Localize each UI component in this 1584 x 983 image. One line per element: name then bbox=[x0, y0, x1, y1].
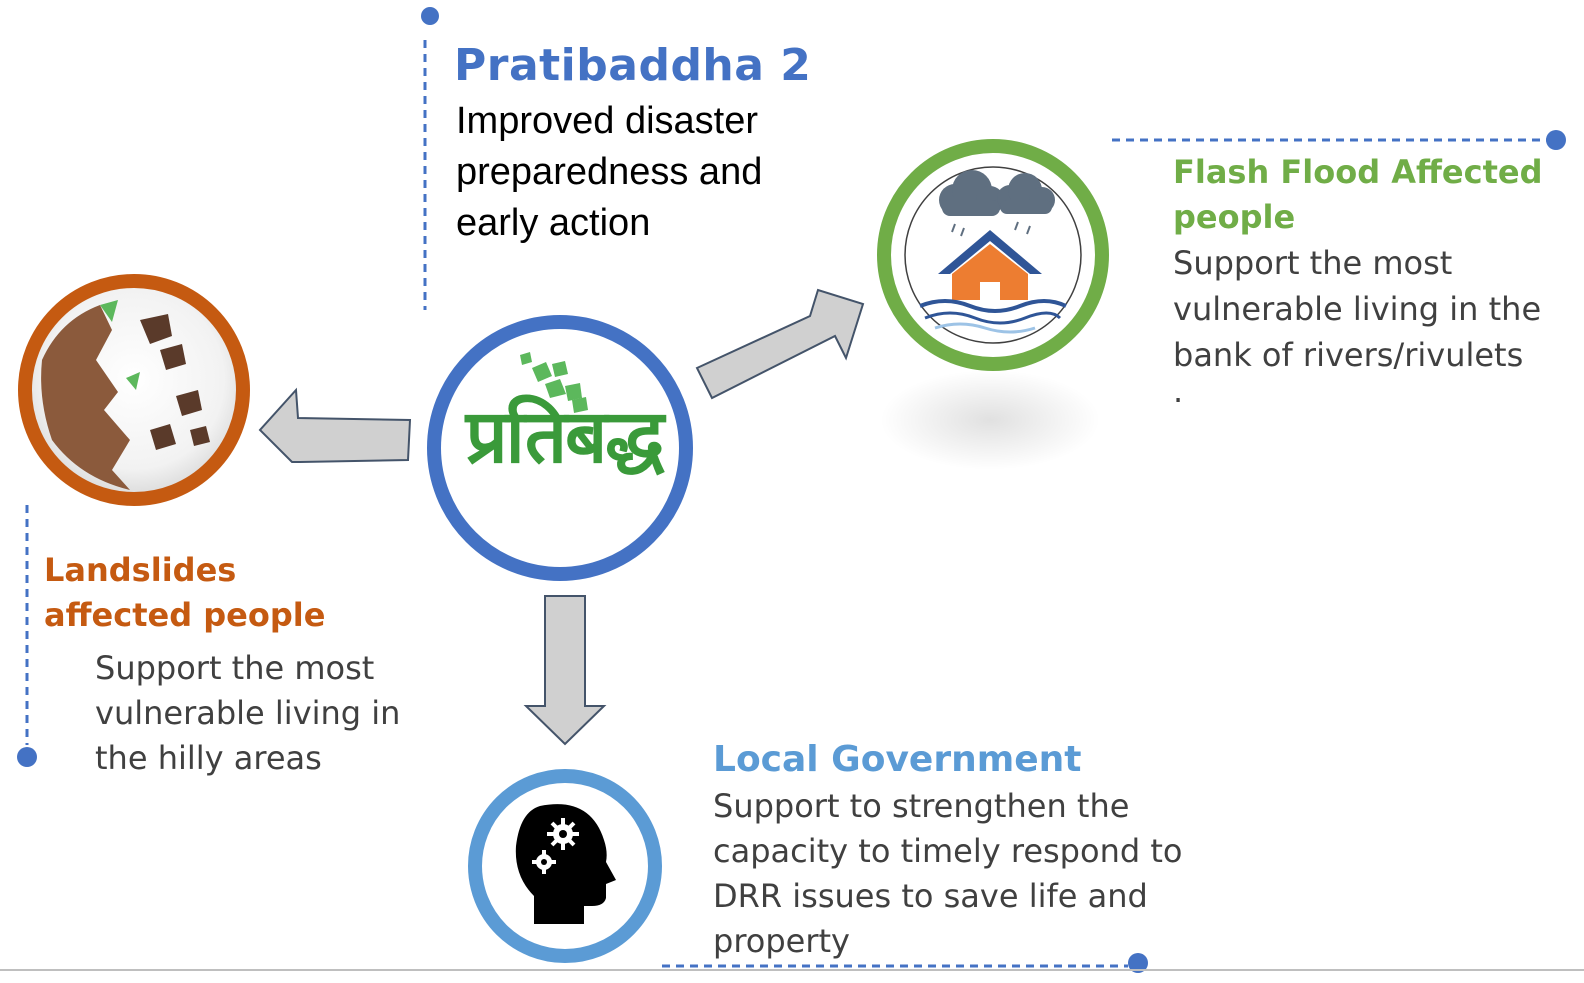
flood-heading: Flash Flood Affected people bbox=[1173, 153, 1543, 236]
flood-connector bbox=[1112, 130, 1566, 150]
landslide-description: Support the most vulnerable living in th… bbox=[95, 649, 401, 777]
landslide-connector bbox=[17, 505, 37, 767]
flood-shadow bbox=[880, 370, 1100, 470]
page-title: Pratibaddha 2 bbox=[454, 40, 812, 91]
pratibaddha-logo-icon bbox=[427, 315, 693, 581]
government-connector bbox=[662, 953, 1148, 973]
pratibaddha-wordmark: प्रतिबद्ध bbox=[465, 394, 665, 480]
flooded-house-icon bbox=[877, 139, 1109, 371]
arrow-to-flood bbox=[695, 288, 865, 400]
page-subtitle: Improved disaster preparedness and early… bbox=[456, 100, 763, 244]
government-description: Support to strengthen the capacity to ti… bbox=[713, 787, 1183, 960]
landslide-icon bbox=[18, 274, 250, 506]
flood-description: Support the most vulnerable living in th… bbox=[1173, 244, 1542, 374]
flood-trailing-dot: . bbox=[1173, 372, 1184, 410]
arrow-to-landslide bbox=[258, 387, 412, 463]
landslide-heading: Landslides affected people bbox=[44, 551, 326, 634]
government-heading: Local Government bbox=[713, 739, 1082, 780]
arrow-to-government bbox=[523, 595, 607, 746]
title-connector bbox=[421, 7, 439, 310]
head-gears-icon bbox=[468, 769, 662, 963]
